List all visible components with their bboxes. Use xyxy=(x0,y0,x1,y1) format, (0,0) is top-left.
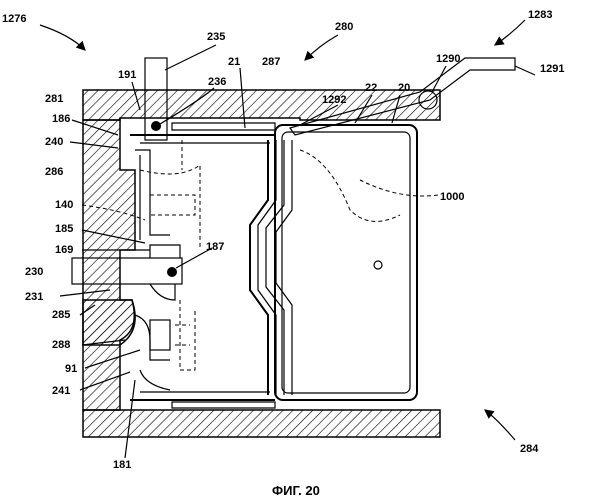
label-288: 288 xyxy=(52,339,70,351)
label-169: 169 xyxy=(55,244,73,256)
label-281: 281 xyxy=(45,93,63,105)
label-1291: 1291 xyxy=(540,63,564,75)
housing-wedge-285 xyxy=(83,300,135,345)
label-236: 236 xyxy=(208,76,226,88)
contact-dot-236 xyxy=(151,121,161,131)
label-285: 285 xyxy=(52,309,70,321)
label-287: 287 xyxy=(262,56,280,68)
label-240: 240 xyxy=(45,136,63,148)
label-91: 91 xyxy=(65,363,77,375)
label-1276: 1276 xyxy=(2,13,26,25)
housing xyxy=(83,90,440,437)
label-286: 286 xyxy=(45,166,63,178)
label-280: 280 xyxy=(335,21,353,33)
label-231: 231 xyxy=(25,291,43,303)
housing-top-wall xyxy=(83,90,440,120)
label-185: 185 xyxy=(55,223,73,235)
label-21: 21 xyxy=(228,56,240,68)
label-140: 140 xyxy=(55,199,73,211)
contact-dot-187 xyxy=(167,267,177,277)
label-191: 191 xyxy=(118,69,136,81)
housing-bottom-wall xyxy=(83,410,440,437)
label-1000: 1000 xyxy=(440,191,464,203)
label-241: 241 xyxy=(52,385,70,397)
label-1283: 1283 xyxy=(528,9,552,21)
label-22: 22 xyxy=(365,82,377,94)
label-235: 235 xyxy=(207,31,225,43)
cassette-body xyxy=(130,123,417,408)
label-181: 181 xyxy=(113,459,131,471)
figure-caption: ФИГ. 20 xyxy=(272,483,320,498)
label-230: 230 xyxy=(25,266,43,278)
label-20: 20 xyxy=(398,82,410,94)
label-187: 187 xyxy=(206,241,224,253)
label-284: 284 xyxy=(520,443,539,455)
label-186: 186 xyxy=(52,113,70,125)
label-1292: 1292 xyxy=(322,94,346,106)
hole xyxy=(374,261,382,269)
label-1290: 1290 xyxy=(436,53,460,65)
